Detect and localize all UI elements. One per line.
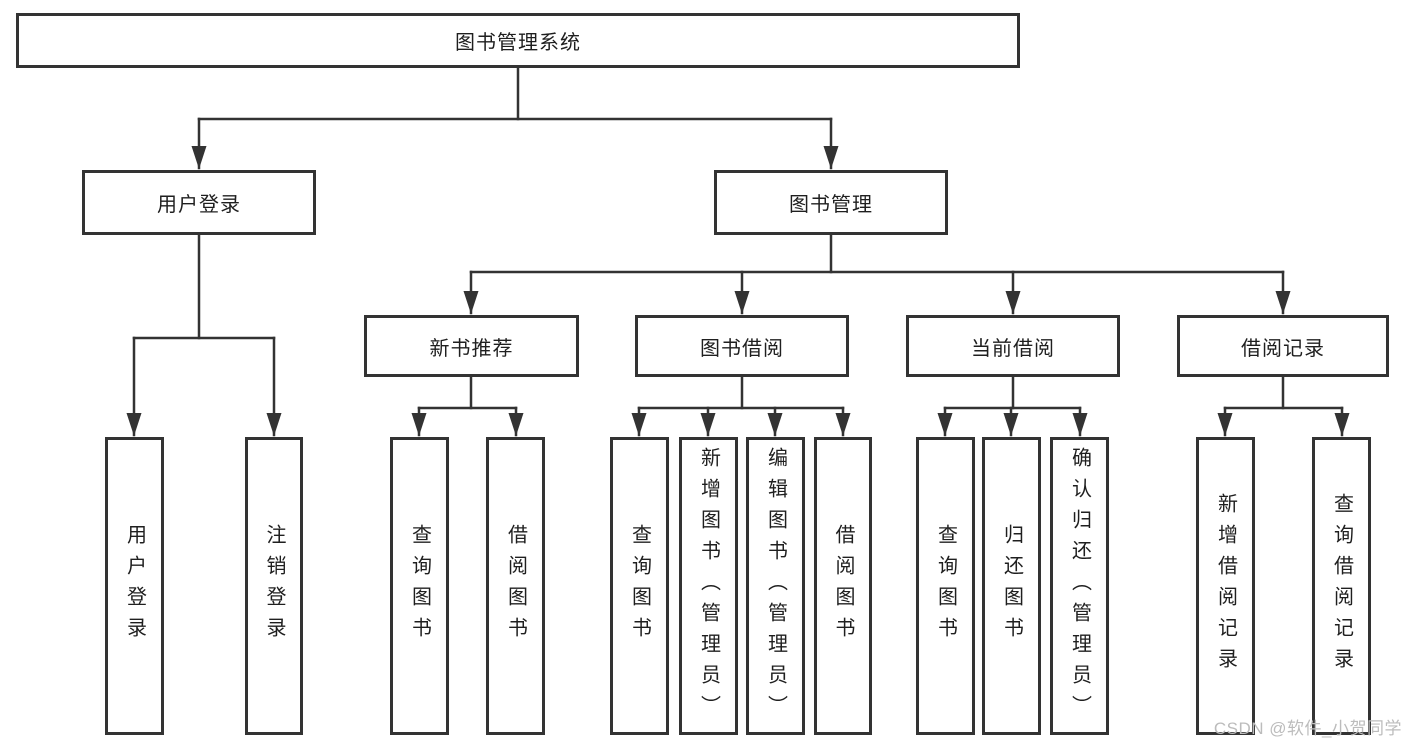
leaf-borrow-add-books-admin: 新增图书（管理员） (679, 437, 738, 735)
connector-current-borrow-children (937, 374, 1088, 437)
node-user-login: 用户登录 (82, 170, 316, 235)
leaf-records-add-record-label: 新增借阅记录 (1214, 493, 1237, 679)
node-current-borrow: 当前借阅 (906, 315, 1120, 377)
node-root-label: 图书管理系统 (455, 32, 581, 54)
leaf-user-login-label: 用户登录 (123, 524, 146, 648)
leaf-borrow-borrow-books-label: 借阅图书 (832, 524, 854, 648)
leaf-new-query-books-label: 查询图书 (408, 524, 431, 648)
leaf-records-query-record-label: 查询借阅记录 (1330, 493, 1353, 679)
node-new-book-recommend: 新书推荐 (364, 315, 579, 377)
leaf-borrow-edit-books-admin-label: 编辑图书（管理员） (764, 446, 787, 726)
node-borrow-records: 借阅记录 (1177, 315, 1389, 377)
connector-user-login-children (126, 233, 282, 437)
leaf-new-borrow-books-label: 借阅图书 (504, 524, 527, 648)
leaf-user-login: 用户登录 (105, 437, 164, 735)
connector-borrow-records-children (1217, 374, 1350, 437)
leaf-new-query-books: 查询图书 (390, 437, 449, 735)
leaf-current-return-books-label: 归还图书 (1000, 524, 1023, 648)
leaf-logout: 注销登录 (245, 437, 303, 735)
node-root: 图书管理系统 (16, 13, 1020, 68)
connector-new-book-children (411, 374, 524, 437)
connector-book-management-to-level3 (463, 233, 1291, 315)
node-user-login-label: 用户登录 (157, 194, 241, 216)
node-book-management-label: 图书管理 (789, 194, 873, 216)
node-borrow-records-label: 借阅记录 (1241, 337, 1325, 360)
node-new-book-recommend-label: 新书推荐 (429, 337, 514, 360)
leaf-current-confirm-return-admin-label: 确认归还（管理员） (1068, 446, 1091, 726)
leaf-records-query-record: 查询借阅记录 (1312, 437, 1371, 735)
node-current-borrow-label: 当前借阅 (971, 337, 1055, 360)
node-book-borrow-label: 图书借阅 (700, 337, 784, 360)
node-book-management: 图书管理 (714, 170, 948, 235)
connector-book-borrow-children (631, 374, 851, 437)
leaf-logout-label: 注销登录 (263, 524, 285, 648)
leaf-borrow-query-books-label: 查询图书 (628, 524, 651, 648)
leaf-current-return-books: 归还图书 (982, 437, 1041, 735)
leaf-current-confirm-return-admin: 确认归还（管理员） (1050, 437, 1109, 735)
leaf-borrow-query-books: 查询图书 (610, 437, 669, 735)
leaf-new-borrow-books: 借阅图书 (486, 437, 545, 735)
leaf-current-query-books-label: 查询图书 (934, 524, 957, 648)
leaf-current-query-books: 查询图书 (916, 437, 975, 735)
node-book-borrow: 图书借阅 (635, 315, 849, 377)
watermark: CSDN @软件_小贺同学 (1213, 719, 1402, 738)
connector-root-to-level2 (191, 65, 839, 170)
leaf-records-add-record: 新增借阅记录 (1196, 437, 1255, 735)
leaf-borrow-borrow-books: 借阅图书 (814, 437, 872, 735)
leaf-borrow-edit-books-admin: 编辑图书（管理员） (746, 437, 805, 735)
leaf-borrow-add-books-admin-label: 新增图书（管理员） (697, 446, 720, 726)
